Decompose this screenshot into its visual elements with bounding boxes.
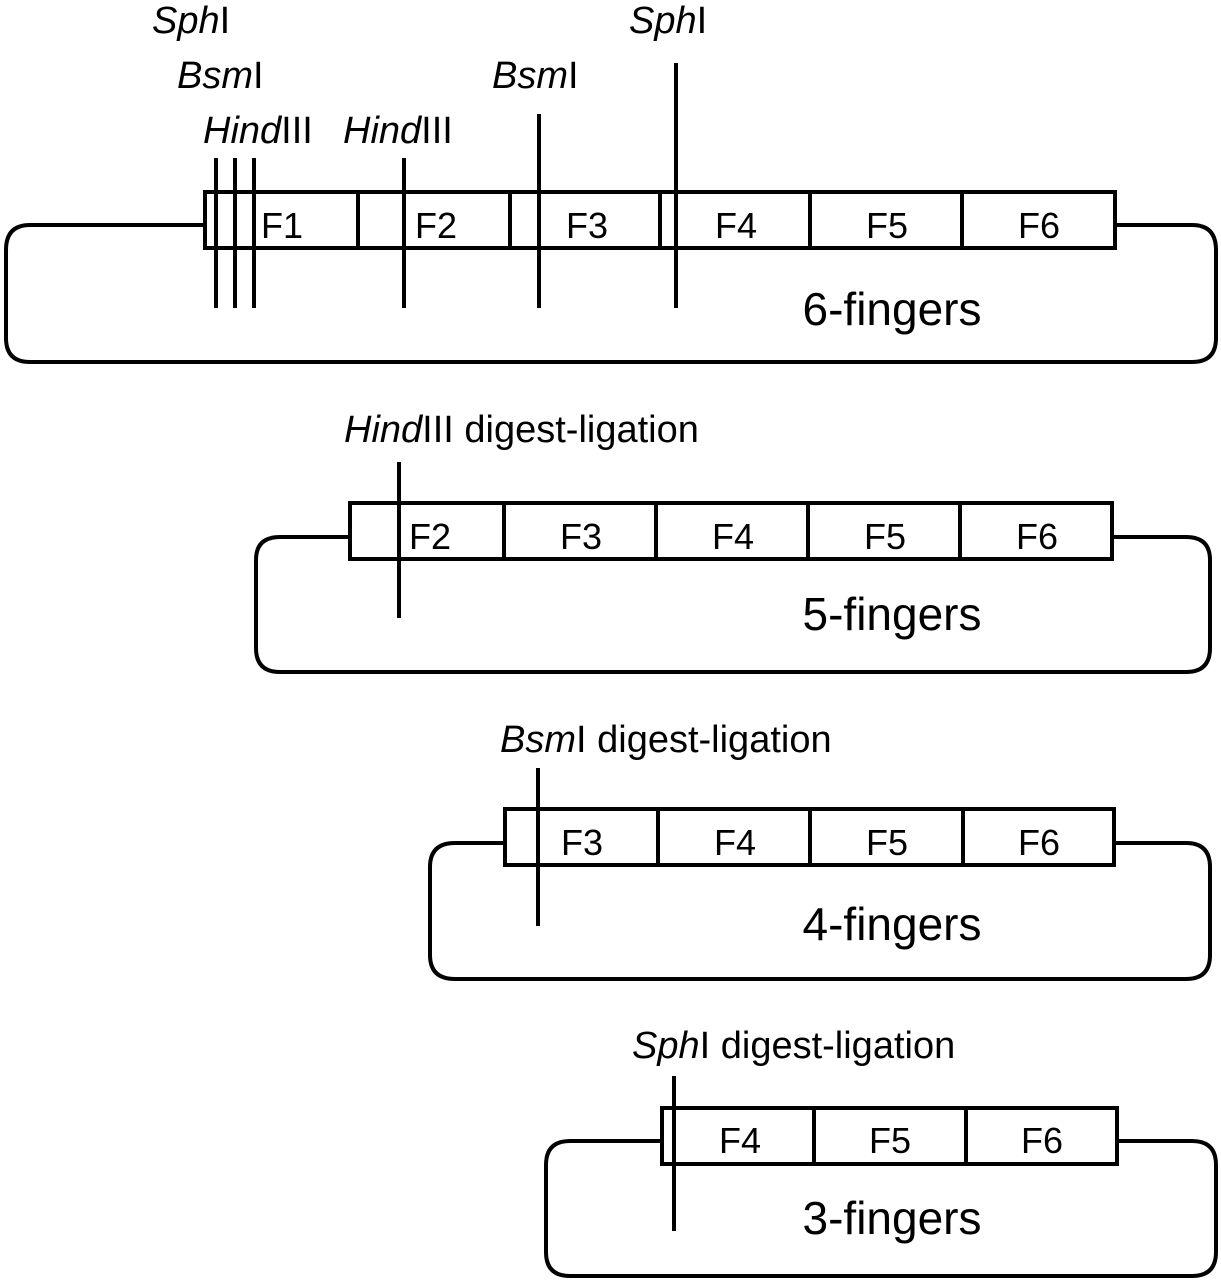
site-label-sphi: SphI (629, 0, 707, 42)
finger-label: F6 (1018, 205, 1060, 246)
construct-name: 6-fingers (803, 283, 982, 335)
construct-name: 4-fingers (803, 898, 982, 950)
construct-name: 5-fingers (803, 588, 982, 640)
finger-label: F4 (712, 516, 754, 557)
construct-6-fingers: F1 F2 F3 F4 F5 F6 6-fingers SphI BsmI Hi… (4, 0, 1218, 364)
construct-3-fingers: SphI digest-ligation F4 F5 F6 3-fingers (544, 1025, 1218, 1278)
finger-label: F4 (719, 1120, 761, 1161)
construct-4-fingers: BsmI digest-ligation F3 F4 F5 F6 4-finge… (428, 719, 1212, 981)
construct-5-fingers: HindIII digest-ligation F2 F3 F4 F5 F6 5… (254, 409, 1212, 674)
finger-label: F6 (1021, 1120, 1063, 1161)
finger-cassette (348, 501, 1114, 561)
finger-label: F5 (866, 822, 908, 863)
finger-label: F3 (560, 516, 602, 557)
plasmid-backbone (4, 223, 1218, 364)
step-label-sphi-digest-ligation: SphI digest-ligation (632, 1025, 955, 1067)
plasmid-backbone (254, 535, 1212, 674)
site-label-hindiii: HindIII (343, 110, 453, 152)
finger-label: F5 (869, 1120, 911, 1161)
finger-label: F2 (415, 205, 457, 246)
finger-label: F3 (566, 205, 608, 246)
site-label-hindiii: HindIII (203, 110, 313, 152)
step-label-bsmi-digest-ligation: BsmI digest-ligation (500, 719, 832, 761)
finger-label: F3 (561, 822, 603, 863)
finger-label: F5 (866, 205, 908, 246)
site-label-bsmi: BsmI (177, 55, 264, 97)
finger-label: F6 (1018, 822, 1060, 863)
finger-cassette (660, 1106, 1119, 1166)
site-label-bsmi: BsmI (492, 55, 579, 97)
plasmid-backbone (428, 841, 1212, 981)
plasmid-backbone (544, 1139, 1218, 1278)
construct-name: 3-fingers (803, 1192, 982, 1244)
finger-label: F2 (409, 516, 451, 557)
site-label-sphi: SphI (152, 0, 230, 42)
finger-label: F6 (1016, 516, 1058, 557)
finger-label: F5 (864, 516, 906, 557)
finger-label: F4 (714, 822, 756, 863)
finger-label: F4 (715, 205, 757, 246)
finger-label: F1 (261, 205, 303, 246)
step-label-hindiii-digest-ligation: HindIII digest-ligation (344, 409, 699, 451)
